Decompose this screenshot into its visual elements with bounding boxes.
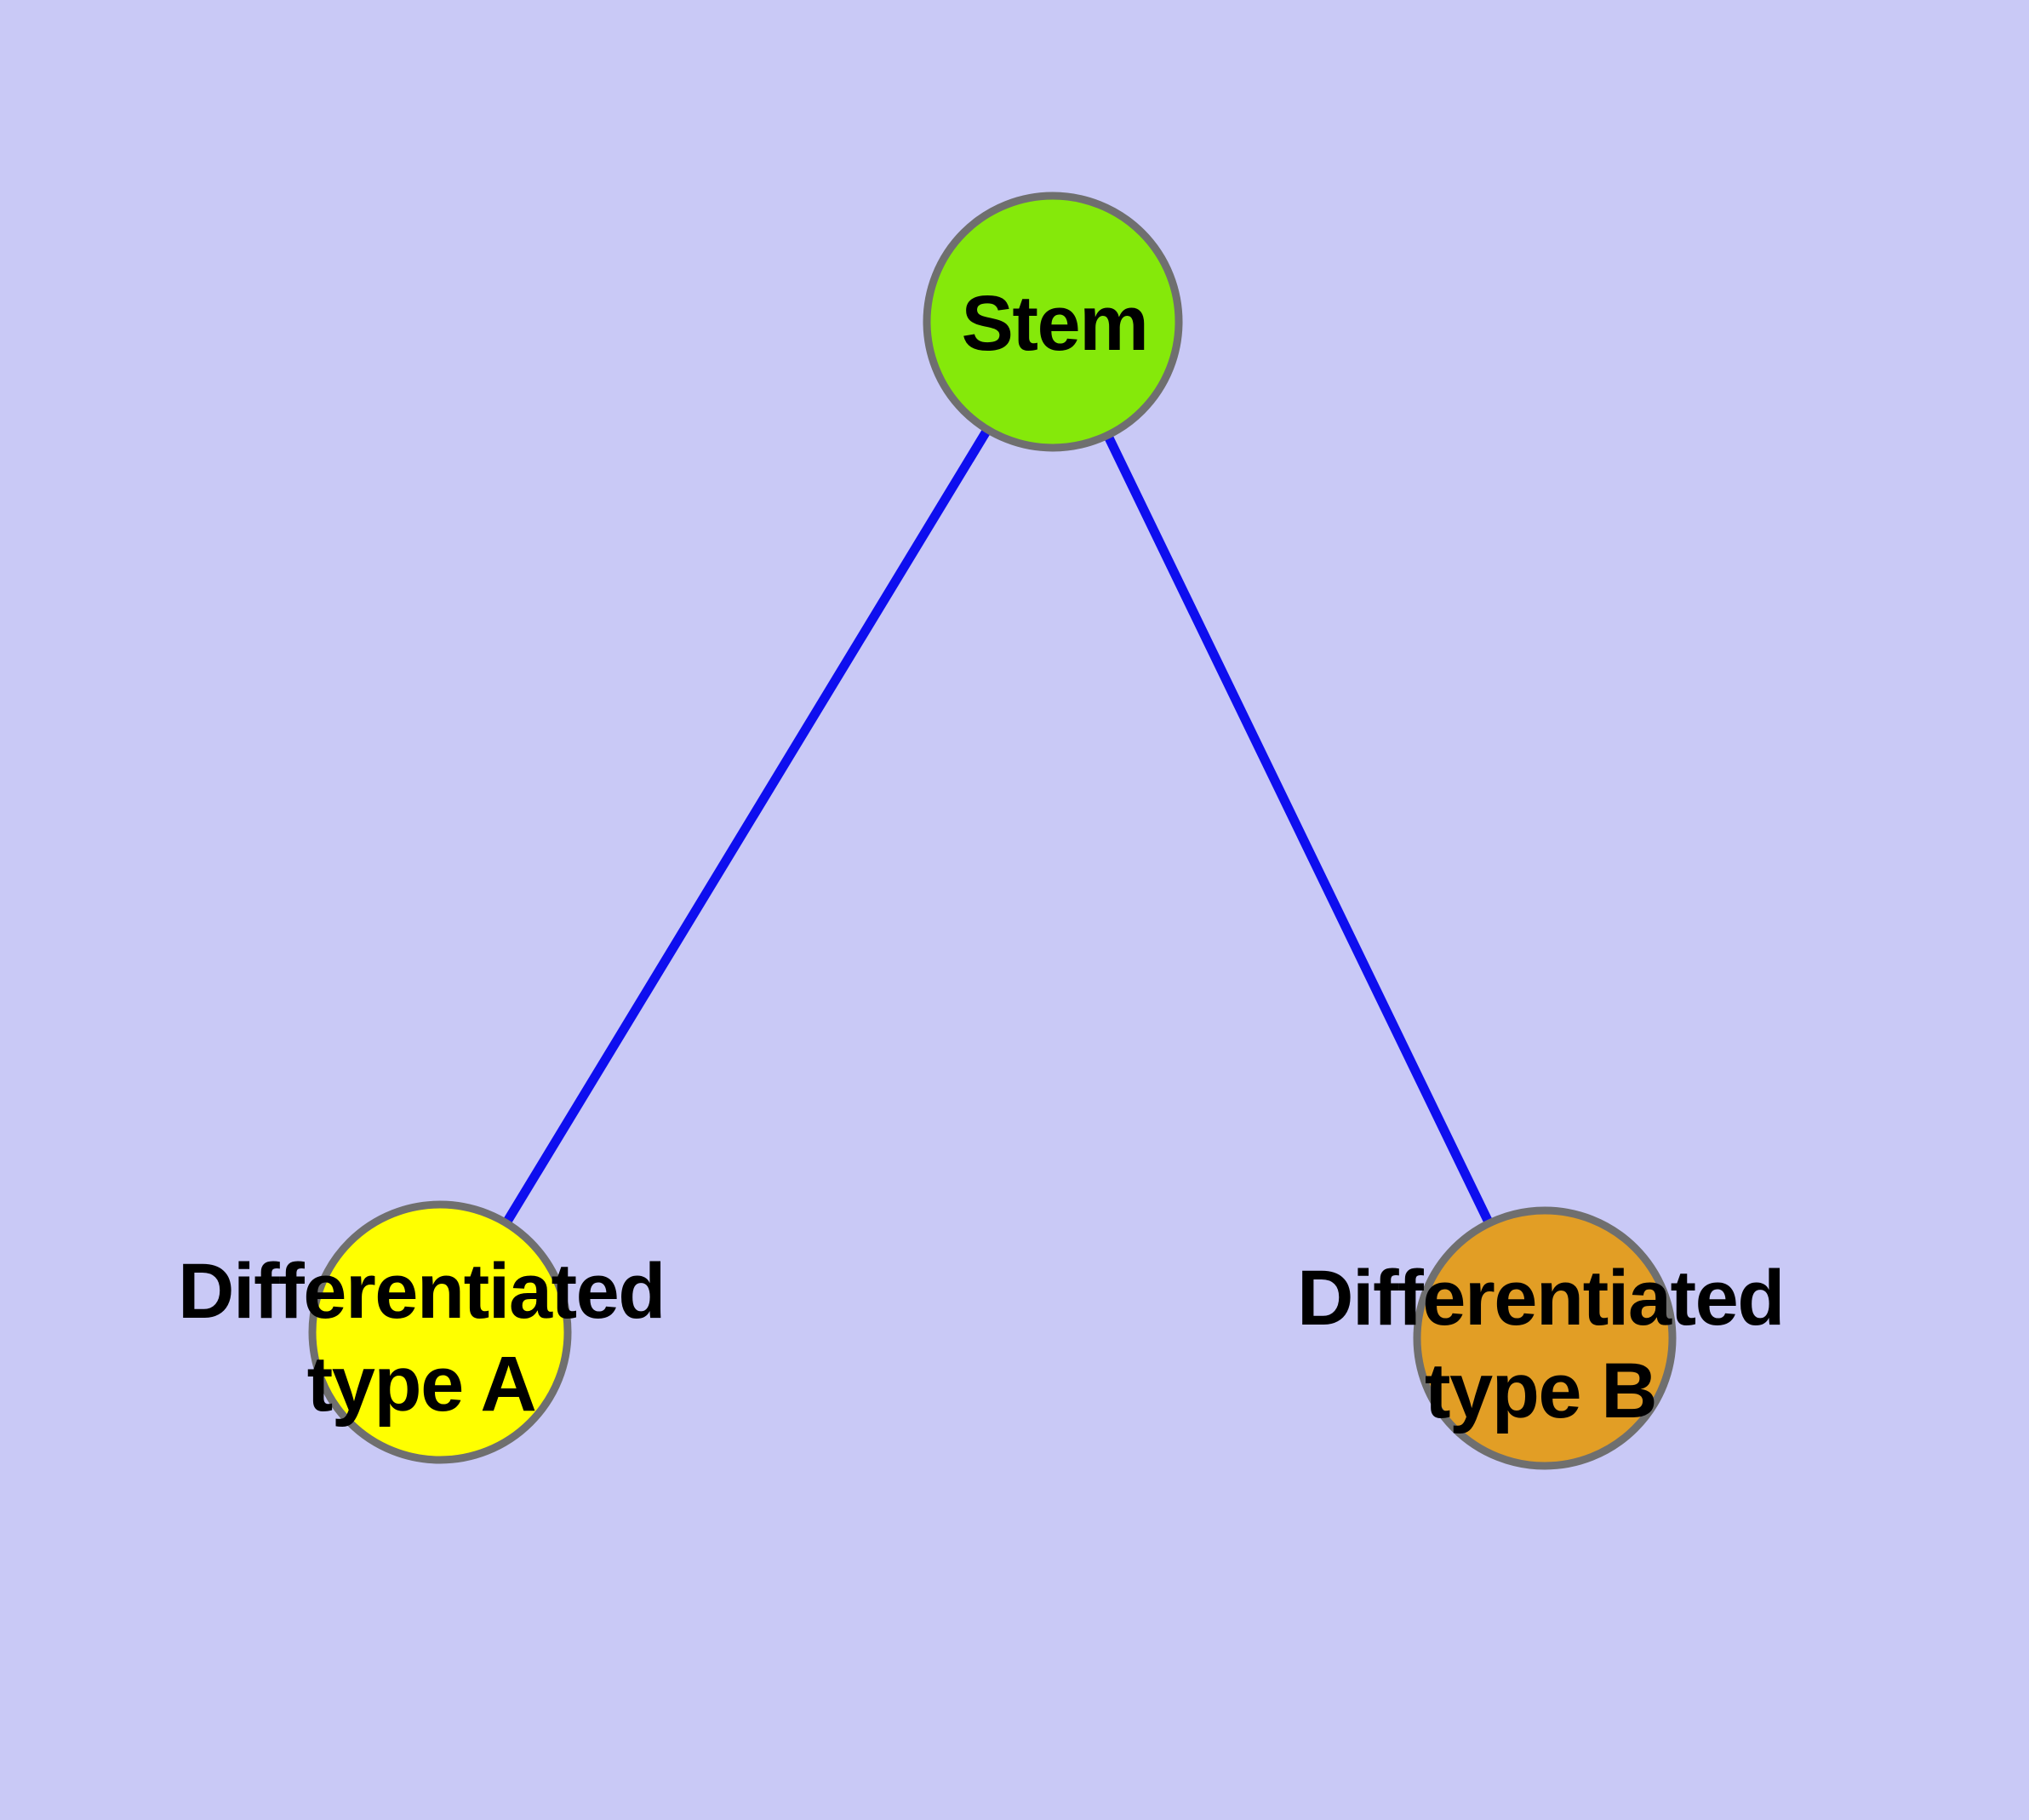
node-stem: Stem [923, 192, 1183, 452]
node-stem-label: Stem [962, 280, 1148, 367]
node-differentiated-type-b: Differentiated type B [1297, 1206, 1785, 1470]
node-differentiated-type-a: Differentiated type A [178, 1200, 666, 1464]
node-type-b-label-line2: type B [1425, 1348, 1656, 1434]
node-type-b-label-line1: Differentiated [1297, 1255, 1784, 1342]
node-type-a-label-line1: Differentiated [178, 1248, 665, 1335]
node-type-a-circle [308, 1200, 572, 1464]
edge-stem-to-type-a [436, 319, 1057, 1335]
edge-stem-to-type-b [1049, 319, 1549, 1341]
node-type-a-label-line2: type A [307, 1341, 536, 1428]
edge-group [436, 319, 1549, 1341]
node-stem-circle [923, 192, 1183, 452]
node-type-b-circle [1413, 1206, 1677, 1470]
